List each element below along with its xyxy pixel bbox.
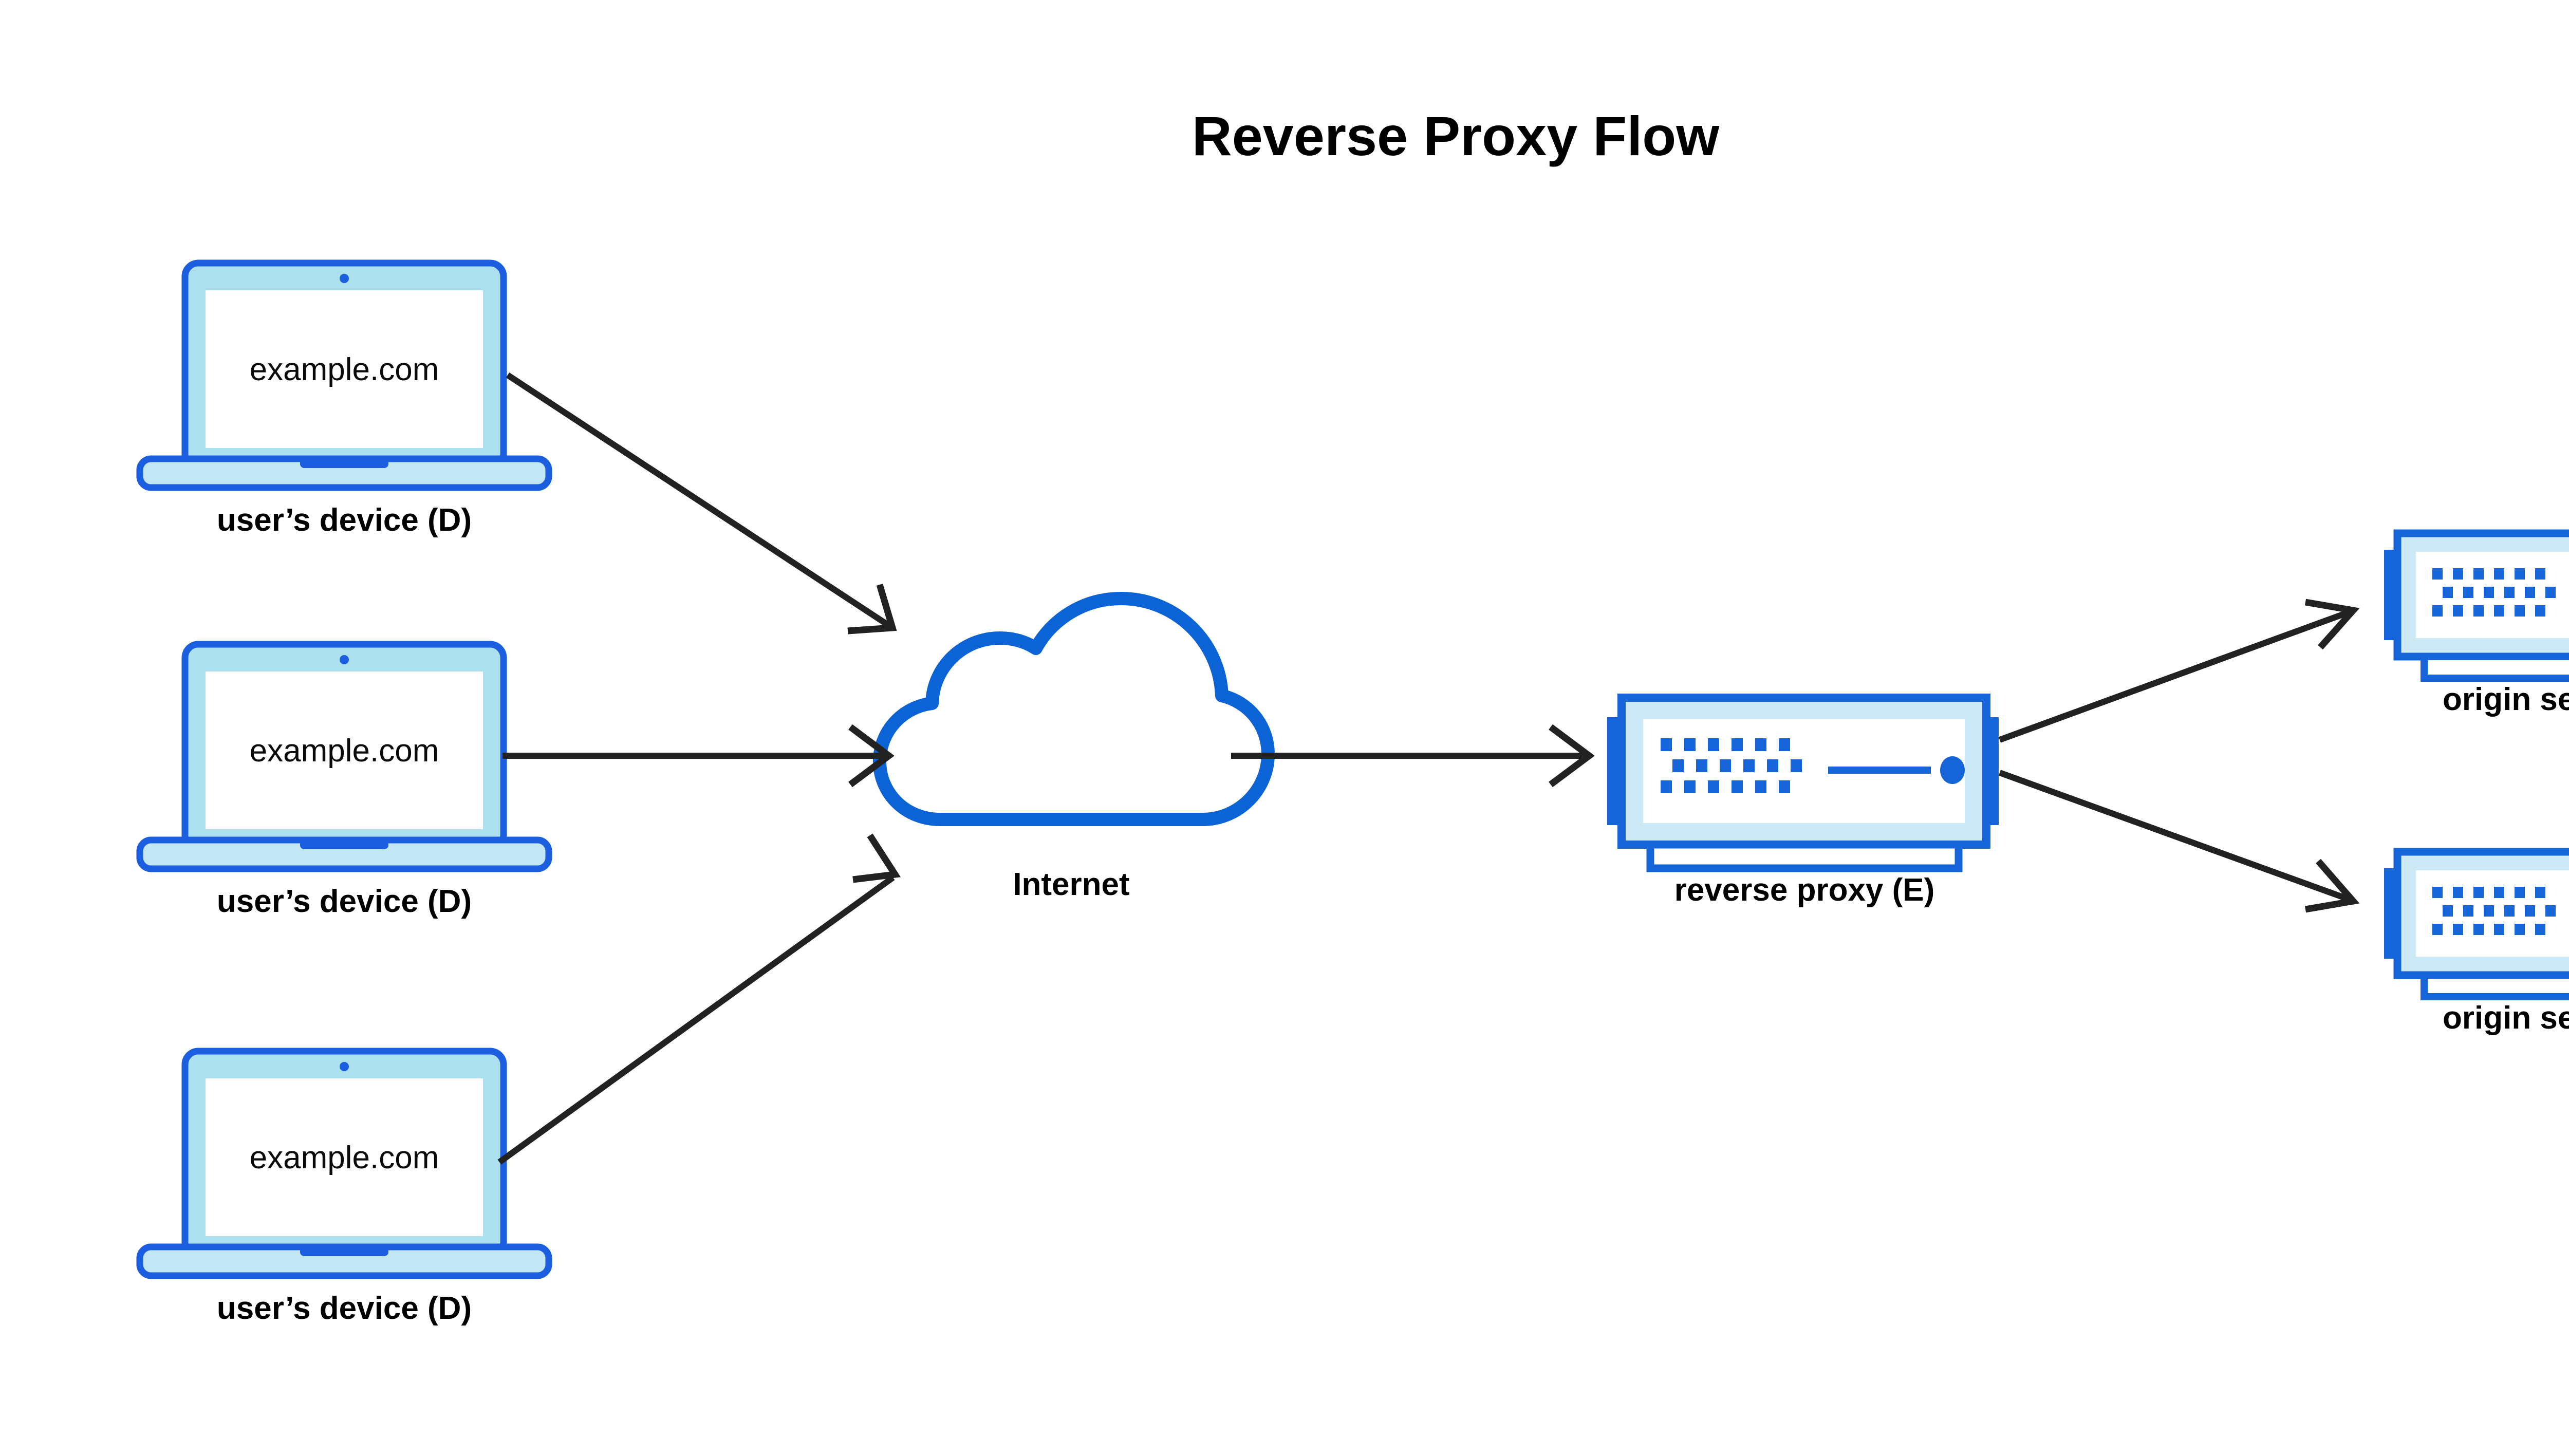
arrow-client-bottom-to-internet <box>497 833 901 1165</box>
client-middle-label: user’s device (D) <box>217 884 472 919</box>
laptop-screen <box>206 671 483 829</box>
origin-bottom-label: origin server (F) <box>2443 1000 2569 1036</box>
laptop-screen <box>206 290 483 448</box>
laptop-screen-text: example.com <box>250 352 439 387</box>
server-status-dot <box>1940 756 1965 784</box>
server-stand <box>1646 841 1963 872</box>
laptop-notch <box>300 1247 388 1256</box>
arrow-proxy-to-origin-top <box>1998 599 2360 743</box>
origin-top-label: origin server (F) <box>2443 682 2569 717</box>
cloud-icon <box>873 592 1275 826</box>
laptop-camera-icon <box>340 655 349 664</box>
arrow-internet-to-proxy <box>1231 724 1595 788</box>
internet-label: Internet <box>1013 867 1129 902</box>
client-device-top[interactable]: example.com user’s device (D) <box>136 259 552 538</box>
client-bottom-label: user’s device (D) <box>217 1291 472 1326</box>
client-device-bottom[interactable]: example.com user’s device (D) <box>136 1048 552 1326</box>
arrow-proxy-to-origin-bottom <box>1998 770 2360 913</box>
server-stand <box>2421 972 2569 1000</box>
laptop-notch <box>300 840 388 849</box>
server-status-line <box>1828 767 1931 774</box>
laptop-screen-text: example.com <box>250 733 439 769</box>
reverse-proxy-label: reverse proxy (E) <box>1674 872 1935 908</box>
server-stand <box>2421 653 2569 682</box>
arrow-client-top-to-internet <box>506 372 897 634</box>
internet-node[interactable]: Internet <box>873 592 1275 902</box>
laptop-camera-icon <box>340 274 349 283</box>
laptop-camera-icon <box>340 1062 349 1071</box>
reverse-proxy-node[interactable]: reverse proxy (E) <box>1607 694 1999 908</box>
origin-server-top-node[interactable]: origin server (F) <box>2384 529 2569 717</box>
server-vent-grid <box>1661 738 1802 793</box>
client-top-label: user’s device (D) <box>217 502 472 538</box>
client-device-middle[interactable]: example.com user’s device (D) <box>136 641 552 919</box>
origin-server-bottom-node[interactable]: origin server (F) <box>2384 848 2569 1036</box>
laptop-notch <box>300 459 388 468</box>
laptop-screen <box>206 1078 483 1236</box>
server-vent-grid <box>2432 568 2556 617</box>
server-vent-grid <box>2432 887 2556 935</box>
diagram-title: Reverse Proxy Flow <box>1192 105 1720 167</box>
laptop-screen-text: example.com <box>250 1140 439 1175</box>
arrow-client-middle-to-internet <box>502 724 895 788</box>
